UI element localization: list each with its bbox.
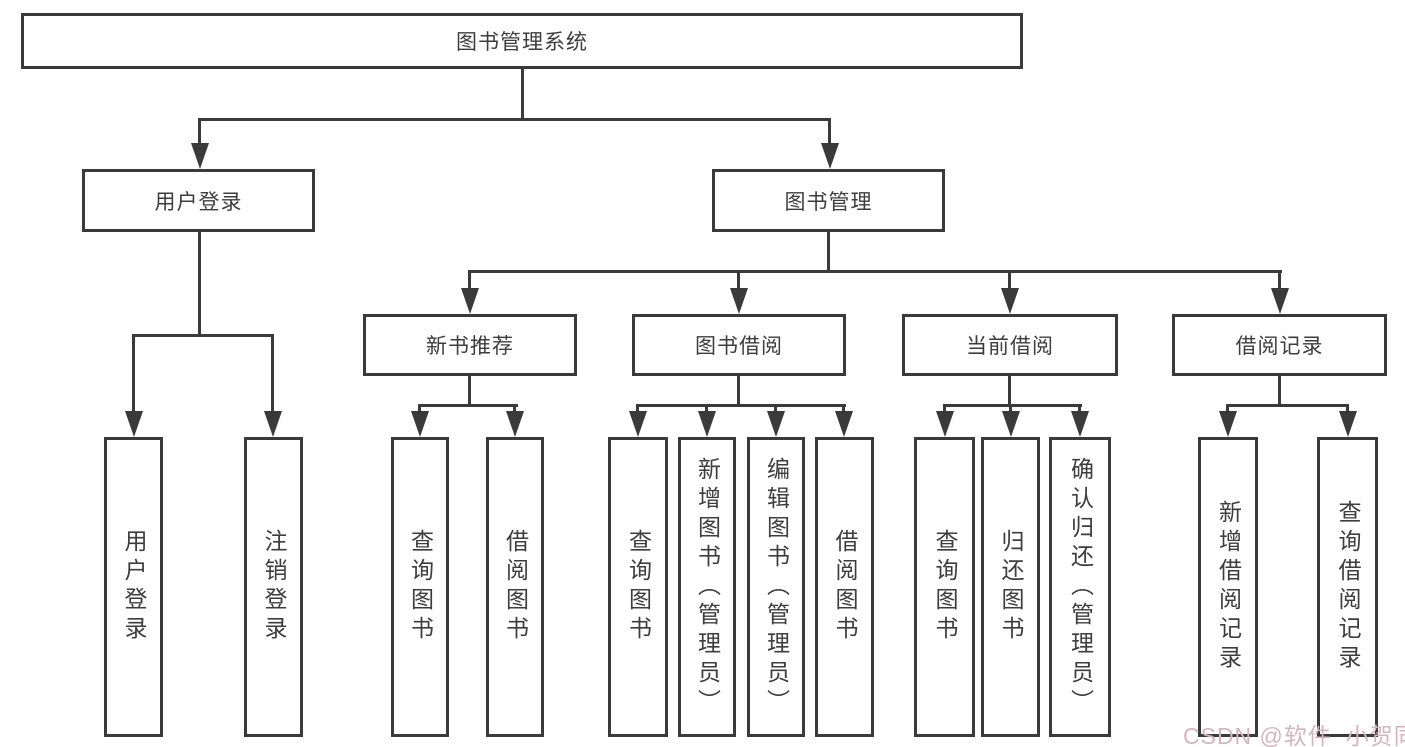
connector-line	[468, 376, 471, 407]
connector-line	[271, 334, 274, 430]
connector-arrow	[698, 411, 716, 437]
node-user-login-action: 用户登录	[104, 437, 163, 737]
node-confirm-return-admin: 确认归还（管理员）	[1049, 437, 1111, 737]
connector-line	[469, 270, 1282, 273]
node-current-borrow: 当前借阅	[902, 314, 1118, 376]
connector-arrow	[1002, 411, 1020, 437]
node-borrow-books-borrow: 借阅图书	[815, 437, 874, 737]
connector-arrow	[411, 411, 429, 437]
connector-line	[943, 404, 1082, 407]
node-library-system: 图书管理系统	[21, 13, 1023, 69]
node-borrow-records: 借阅记录	[1172, 314, 1387, 376]
connector-arrow	[1219, 411, 1237, 437]
node-add-borrow-record: 新增借阅记录	[1198, 437, 1258, 737]
connector-line	[827, 232, 830, 273]
connector-line	[1278, 376, 1281, 407]
connector-arrow	[461, 288, 479, 314]
connector-line	[828, 118, 831, 162]
node-user-login: 用户登录	[82, 169, 315, 232]
node-new-book-recommend: 新书推荐	[363, 314, 577, 376]
node-logout-action: 注销登录	[244, 437, 303, 737]
connector-line	[636, 404, 846, 407]
connector-line	[132, 334, 135, 430]
node-query-books-borrow: 查询图书	[608, 437, 668, 737]
node-return-books: 归还图书	[981, 437, 1040, 737]
connector-arrow	[1071, 411, 1089, 437]
node-book-borrow: 图书借阅	[632, 314, 846, 376]
connector-arrow	[506, 411, 524, 437]
connector-line	[198, 232, 201, 337]
connector-line	[1008, 376, 1011, 407]
node-edit-books-admin: 编辑图书（管理员）	[747, 437, 805, 737]
csdn-watermark: CSDN @软件_小贺同学	[1183, 723, 1405, 747]
connector-line	[198, 118, 831, 121]
connector-line	[198, 118, 201, 162]
connector-arrow	[264, 411, 282, 437]
node-query-books-current: 查询图书	[914, 437, 975, 737]
connector-arrow	[936, 411, 954, 437]
connector-arrow	[125, 411, 143, 437]
connector-arrow	[1001, 288, 1019, 314]
connector-arrow	[821, 143, 839, 169]
node-borrow-books-recommend: 借阅图书	[486, 437, 544, 737]
node-query-borrow-record: 查询借阅记录	[1317, 437, 1378, 737]
connector-arrow	[629, 411, 647, 437]
connector-arrow	[767, 411, 785, 437]
connector-line	[521, 69, 524, 121]
connector-line	[737, 376, 740, 407]
connector-arrow	[1271, 288, 1289, 314]
connector-arrow	[835, 411, 853, 437]
connector-arrow	[730, 288, 748, 314]
node-add-books-admin: 新增图书（管理员）	[678, 437, 736, 737]
connector-line	[1226, 404, 1349, 407]
connector-line	[132, 334, 274, 337]
node-query-books-recommend: 查询图书	[391, 437, 449, 737]
connector-arrow	[191, 143, 209, 169]
node-book-management: 图书管理	[712, 169, 945, 232]
connector-line	[418, 404, 518, 407]
connector-arrow	[1339, 411, 1357, 437]
